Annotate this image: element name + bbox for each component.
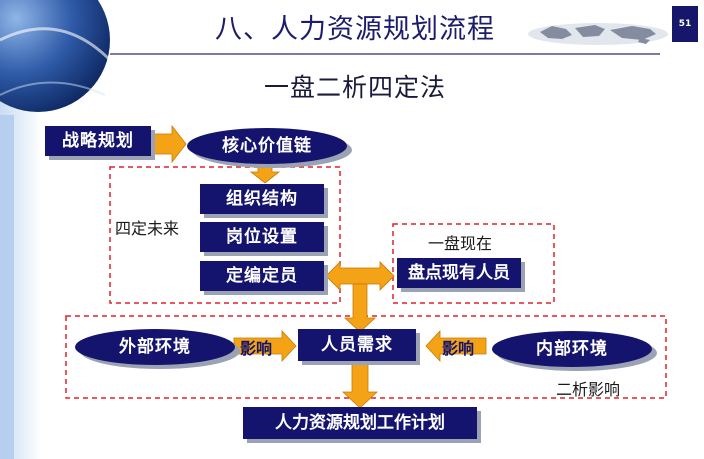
arrow-to-demand (343, 283, 377, 333)
arrow-bidirectional (325, 261, 395, 291)
page-number-badge: 51 (672, 6, 698, 42)
page-title: 八、人力资源规划流程 (215, 14, 495, 45)
frame-one-inventory (392, 223, 555, 304)
arrow-demand-to-plan (341, 363, 379, 409)
left-strip (0, 115, 14, 459)
node-staffing: 定编定员 (200, 261, 324, 291)
label-one-inventory: 一盘现在 (428, 234, 493, 253)
arrow-strategy-to-chain (151, 124, 187, 164)
node-internal: 内部环境 (492, 331, 652, 367)
node-demand: 人员需求 (298, 329, 416, 361)
globe-icon (0, 0, 110, 112)
node-value-chain: 核心价值链 (187, 128, 347, 164)
node-external: 外部环境 (75, 329, 235, 365)
node-strategy: 战略规划 (45, 126, 151, 156)
arrow-chain-down (249, 162, 281, 184)
node-positions: 岗位设置 (200, 222, 324, 252)
node-plan: 人力资源规划工作计划 (243, 407, 477, 439)
arrow-external-to-demand (233, 329, 297, 363)
world-map-icon (528, 23, 668, 45)
label-influence-right: 影响 (442, 339, 475, 358)
node-inventory: 盘点现有人员 (397, 258, 521, 288)
label-four-define: 四定未来 (115, 219, 180, 238)
globe-sweep (0, 27, 112, 62)
node-org-structure: 组织结构 (200, 184, 324, 214)
label-influence-left: 影响 (240, 339, 273, 358)
globe-sweep-2 (0, 81, 106, 96)
frame-four-define (109, 166, 341, 304)
slide-subtitle: 一盘二析四定法 (263, 73, 446, 102)
label-two-analysis: 二析影响 (556, 380, 621, 399)
arrow-internal-to-demand (425, 329, 487, 363)
